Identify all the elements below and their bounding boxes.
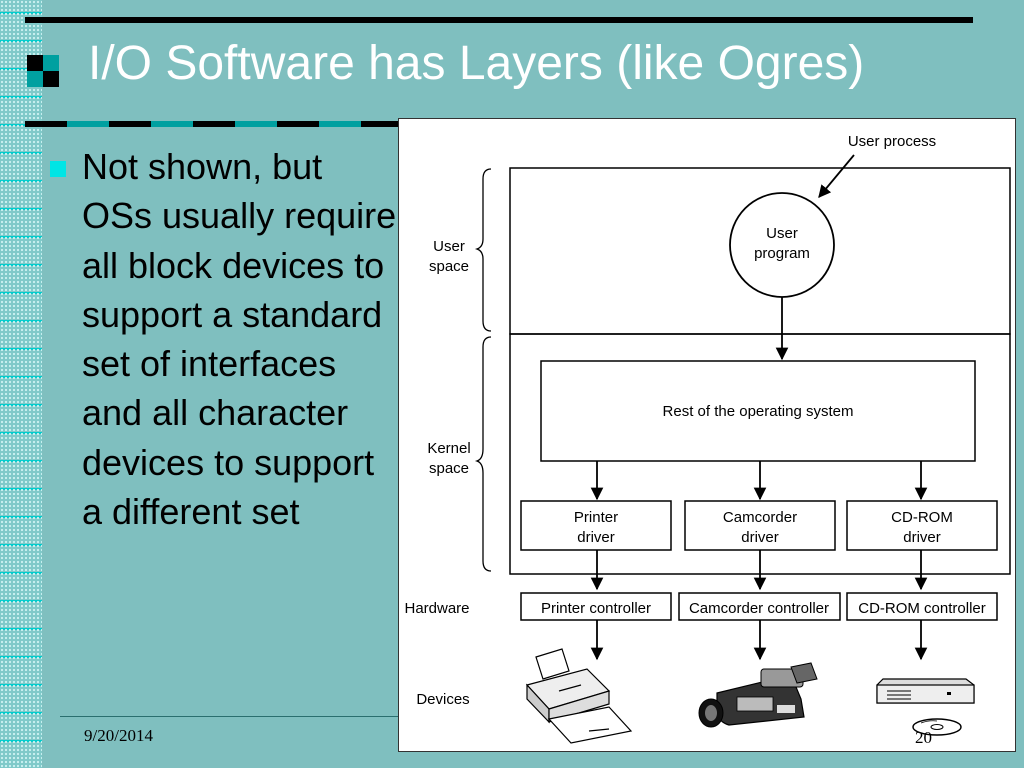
title-bottom-rule — [25, 121, 400, 127]
slide-title: I/O Software has Layers (like Ogres) — [88, 37, 865, 90]
printer-controller-box — [520, 592, 672, 621]
user-space-brace — [474, 168, 492, 332]
printer-driver-line1: Printer — [574, 509, 618, 526]
devices-label: Devices — [416, 691, 469, 708]
cdrom-driver-box — [846, 500, 998, 551]
user-space-label-line1: User — [433, 238, 465, 255]
kernel-space-label-line2: space — [429, 460, 469, 477]
bullet-square-icon — [50, 161, 66, 177]
user-process-arrow — [818, 154, 855, 198]
user-process-label: User process — [848, 133, 936, 150]
kernel-space-label-line1: Kernel — [427, 440, 470, 457]
title-top-rule — [25, 17, 973, 23]
printer-icon — [525, 648, 633, 744]
page-number: 20 — [915, 728, 932, 747]
printer-driver-line2: driver — [577, 529, 615, 546]
printer-driver-box — [520, 500, 672, 551]
footer-date: 9/20/2014 — [84, 726, 153, 745]
cd-rom-drive-icon — [876, 678, 975, 736]
camcorder-driver-line2: driver — [741, 529, 779, 546]
footer-rule — [60, 716, 400, 717]
rest-of-os-box — [540, 360, 976, 462]
bullet-text: Not shown, but OSs usually require all b… — [82, 146, 397, 533]
cdrom-driver-line2: driver — [903, 529, 941, 546]
camcorder-icon — [698, 662, 818, 728]
camcorder-controller-label: Camcorder controller — [689, 600, 829, 617]
user-program-line1: User — [766, 225, 798, 242]
camcorder-driver-box — [684, 500, 836, 551]
hardware-label: Hardware — [404, 600, 469, 617]
rest-of-os-label: Rest of the operating system — [663, 403, 854, 420]
camcorder-controller-box — [678, 592, 841, 621]
kernel-space-brace — [474, 336, 492, 572]
camcorder-driver-line1: Camcorder — [723, 509, 797, 526]
decorative-left-strip — [0, 0, 42, 768]
io-layers-diagram: User process User program Rest of the op… — [398, 118, 1016, 752]
user-space-label-line2: space — [429, 258, 469, 275]
cdrom-controller-box — [846, 592, 998, 621]
cdrom-controller-label: CD-ROM controller — [858, 600, 986, 617]
user-program-line2: program — [754, 245, 810, 262]
cdrom-driver-line1: CD-ROM — [891, 509, 953, 526]
title-bullet-icon — [27, 55, 59, 87]
printer-controller-label: Printer controller — [541, 600, 651, 617]
